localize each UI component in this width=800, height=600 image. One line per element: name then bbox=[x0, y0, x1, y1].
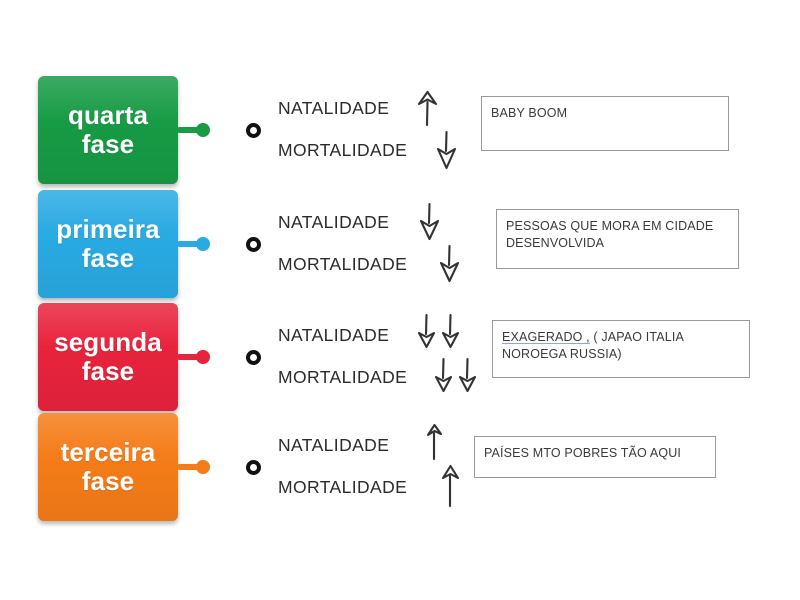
mortalidade-label: MORTALIDADE bbox=[278, 477, 408, 497]
natalidade-label: NATALIDADE bbox=[278, 212, 390, 232]
natalidade-label: NATALIDADE bbox=[278, 98, 390, 118]
answer-note[interactable]: PAÍSES MTO POBRES TÃO AQUI bbox=[474, 436, 716, 478]
connector-knob[interactable] bbox=[196, 237, 210, 251]
natalidade-line: NATALIDADE bbox=[278, 423, 468, 467]
connector-handle-terceira[interactable] bbox=[178, 460, 216, 474]
answer-note[interactable]: EXAGERADO , ( JAPAO ITALIA NOROEGA RUSSI… bbox=[492, 320, 750, 378]
natalidade-arrow-double-down bbox=[415, 313, 462, 357]
mortalidade-line: MORTALIDADE bbox=[278, 464, 468, 509]
mortalidade-label: MORTALIDADE bbox=[278, 254, 408, 274]
note-text-line2: DESENVOLVIDA bbox=[506, 235, 605, 250]
mortalidade-arrow-down bbox=[435, 128, 459, 172]
natalidade-line: NATALIDADE bbox=[278, 90, 468, 130]
note-text-line2: NOROEGA RUSSIA) bbox=[502, 346, 622, 361]
drop-target-ring[interactable] bbox=[246, 460, 261, 475]
note-text-line1: BABY BOOM bbox=[491, 106, 568, 120]
note-text-line1: PAÍSES MTO POBRES TÃO AQUI bbox=[484, 446, 682, 460]
natalidade-label: NATALIDADE bbox=[278, 435, 390, 455]
note-spell-error-text: EXAGERADO , bbox=[502, 330, 590, 344]
connector-line bbox=[178, 354, 202, 360]
rate-indicator-group: NATALIDADE MORTALIDADE bbox=[278, 421, 468, 521]
rate-indicator-group: NATALIDADE MORTALIDADE bbox=[278, 198, 468, 298]
connector-line bbox=[178, 464, 202, 470]
natalidade-arrow-up bbox=[415, 86, 439, 130]
mortalidade-label: MORTALIDADE bbox=[278, 367, 408, 387]
drop-target-ring[interactable] bbox=[246, 350, 261, 365]
connector-knob[interactable] bbox=[196, 123, 210, 137]
connector-knob[interactable] bbox=[196, 460, 210, 474]
natalidade-arrow-up bbox=[422, 423, 446, 467]
mortalidade-line: MORTALIDADE bbox=[278, 357, 477, 399]
connector-handle-segunda[interactable] bbox=[178, 350, 216, 364]
natalidade-arrow-down bbox=[418, 200, 442, 244]
answer-note[interactable]: PESSOAS QUE MORA EM CIDADE DESENVOLVIDA bbox=[496, 209, 739, 269]
rate-indicator-group: NATALIDADE MORTALIDADE bbox=[278, 311, 477, 411]
natalidade-line: NATALIDADE bbox=[278, 314, 468, 357]
mortalidade-arrow-up bbox=[438, 464, 462, 509]
mortalidade-arrow-double-down bbox=[432, 355, 479, 399]
natalidade-line: NATALIDADE bbox=[278, 202, 468, 244]
note-text-line1: PESSOAS QUE MORA EM CIDADE bbox=[506, 219, 714, 233]
mortalidade-arrow-down bbox=[438, 242, 462, 286]
mortalidade-line: MORTALIDADE bbox=[278, 130, 468, 172]
mortalidade-line: MORTALIDADE bbox=[278, 244, 468, 286]
connector-handle-quarta[interactable] bbox=[178, 123, 216, 137]
connector-knob[interactable] bbox=[196, 350, 210, 364]
drop-target-ring[interactable] bbox=[246, 237, 261, 252]
note-text-line1-rest: ( JAPAO ITALIA bbox=[589, 330, 684, 344]
drop-target-ring[interactable] bbox=[246, 123, 261, 138]
mortalidade-label: MORTALIDADE bbox=[278, 140, 408, 160]
rate-indicator-group: NATALIDADE MORTALIDADE bbox=[278, 84, 468, 184]
connector-handle-primeira[interactable] bbox=[178, 237, 216, 251]
connector-line bbox=[178, 127, 202, 133]
natalidade-label: NATALIDADE bbox=[278, 325, 390, 345]
connector-line bbox=[178, 241, 202, 247]
answer-note[interactable]: BABY BOOM bbox=[481, 96, 729, 151]
